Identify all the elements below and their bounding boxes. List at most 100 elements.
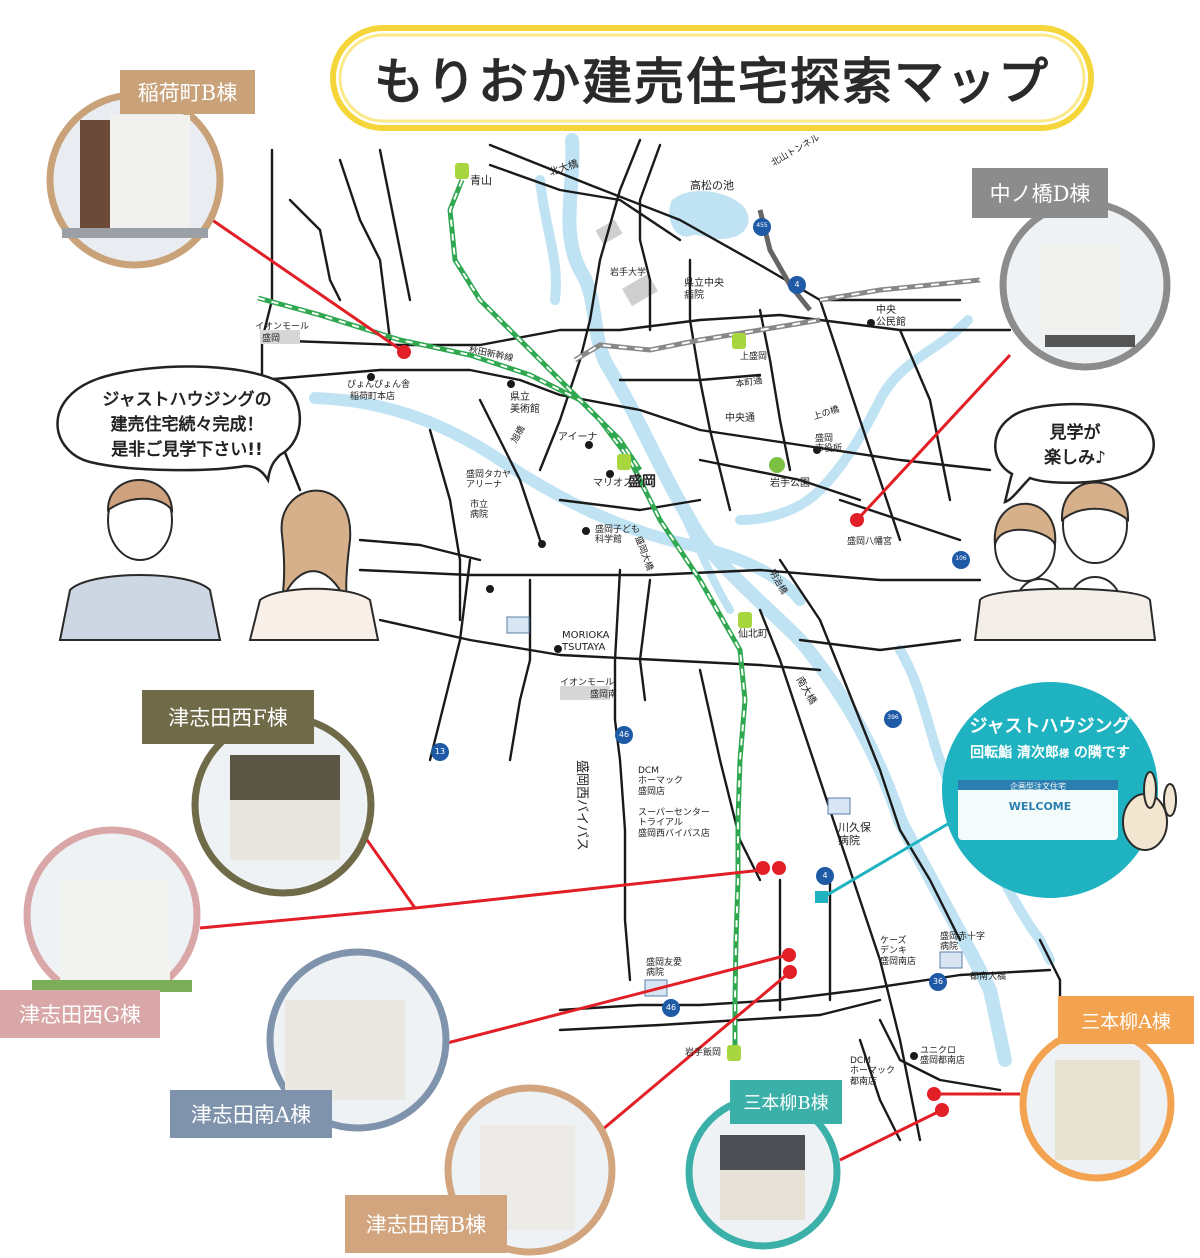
staff-bubble-line3: 是非ご見学下さい!! [111,440,263,460]
map-label-pyon-1: ぴょんぴょん舎 [347,380,411,390]
route-shield [615,726,633,744]
pins [397,345,949,1117]
aeon-minami-box [560,686,610,700]
map-label-marios: マリオス [593,478,633,489]
takamatsu-pond [669,190,749,239]
title-frame-inner [338,33,1086,123]
poi-dots [367,319,918,1060]
jh-line2-b: 清次郎 [1017,745,1059,761]
jh-name: ジャストハウジング [969,716,1131,737]
route-number: 46 [618,730,630,739]
label-tsushida-nishi-f: 津志田西F棟 [142,690,314,744]
route-shield [952,551,970,569]
rivers [309,133,1055,1067]
map-label-uniqlo: ユニクロ 盛岡都南店 [920,1046,966,1067]
family-illustration [973,481,1157,641]
jh-line2: 回転鮨 清次郎様 の隣です [945,742,1155,762]
man-suit [58,574,222,641]
staff-bubble-line1: ジャストハウジングの [102,390,272,410]
map-label-kawakubo: 川久保 病院 [838,821,871,847]
station-icons [455,163,752,1061]
pin-inaricho-b [397,345,411,359]
jh-banner: 企画型注文住宅 [1010,782,1066,791]
hospital-icon [506,616,530,634]
map-label-ks: ケーズ デンキ 盛岡南店 [880,936,917,967]
label-tsushida-nishi-g: 津志田西G棟 [0,990,160,1038]
woman-body [248,587,380,641]
train-icon [727,1045,741,1061]
label-tsushida-minami-a: 津志田南A棟 [170,1090,332,1138]
map-label-iwate-univ: 岩手大学 [610,268,647,278]
jh-marker [815,891,828,903]
map-label-aeon-minami-1: イオンモール [560,678,615,688]
map-label-senbokucho: 仙北町 [738,629,768,640]
family-bubble-line1: 見学が [1049,423,1101,443]
label-sanbongi-a: 三本柳A棟 [1058,996,1194,1044]
rail-green [257,179,748,1060]
map-label-yuai: 盛岡友愛 病院 [646,958,683,979]
label-nakanohashi-d: 中ノ橋D棟 [972,168,1108,218]
man-hair [106,479,174,514]
jh-line2-d: の隣です [1073,745,1130,761]
rabbit-illustration [1122,771,1177,851]
map-label-shiyakusho: 盛岡 市役所 [815,434,843,455]
map-label-iwate-park: 岩手公園 [770,478,810,489]
map-label-aeon-morioka-1: イオンモール [255,322,310,332]
route-number: 36 [932,977,944,986]
iwate-univ-block [622,273,658,307]
map-label-arena: 盛岡タカヤ アリーナ [466,470,512,491]
label-inaricho-b: 稲荷町B棟 [120,70,255,114]
river-kitakami-lower [656,466,734,614]
title-frame [330,25,1094,131]
map-label-tonan-ohashi: 都南大橋 [970,972,1007,982]
map-label-kamimorioka: 上盛岡 [740,352,768,362]
map-label-kenritsu-museum: 県立 美術館 [510,392,540,415]
pin-nakanohashi-d [850,513,864,527]
house-photo-tsushida-nishi-f [191,713,375,897]
map-label-hachimangu: 盛岡八幡宮 [847,537,893,547]
pin-tsushida-nishi-g [772,861,786,875]
map-label-iwate-iioka: 岩手飯岡 [685,1048,722,1058]
house-photo-inaricho-b [46,91,224,269]
route-shield [788,276,806,294]
river-nakatsu [735,315,973,525]
route-number: 396 [887,714,899,721]
route-number: 106 [955,555,967,562]
river-north-branch [535,175,561,305]
hospital-icons [260,330,963,997]
house-photo-tsushida-minami-b [444,1084,616,1256]
aeon-box [260,330,300,344]
jh-sign: WELCOME [1008,800,1072,813]
pin-tsushida-minami-b [783,965,797,979]
route-number: 46 [665,1003,677,1012]
staff-speech-bubble [56,365,302,484]
train-icon [617,454,631,470]
hospital-icon [939,951,963,969]
jh-line2-a: 回転鮨 [970,745,1013,761]
house-photo-sanbongi-a [1019,1026,1175,1182]
jh-line2-c: 様 [1059,749,1069,760]
pin-leaders [199,213,1020,1162]
pin-tsushida-nishi-f [756,861,770,875]
house-photo-nakanohashi-d [999,199,1171,371]
label-sanbongi-b: 三本柳B棟 [730,1080,842,1124]
map-label-tsutaya-1: MORIOKA [562,630,610,641]
map-label-chuo-kominkan: 中央 公民館 [876,305,906,328]
route-shield [884,710,902,728]
map-label-aeon-morioka-2: 盛岡 [262,334,281,344]
river-kitakami [562,133,1012,1067]
house-photos [23,91,1175,1256]
just-housing-callout [942,682,1158,898]
map-label-pyon-2: 稲荷町本店 [350,392,396,402]
family-speech-bubble [994,402,1155,504]
map-label-bypass: 盛岡西バイパス [574,760,589,851]
map-label-aeon-minami-2: 盛岡南 [590,690,618,700]
map-label-shiritsu-hosp: 市立 病院 [470,500,489,521]
route-shield [431,743,449,761]
route-shield [816,867,834,885]
route-shield [753,218,771,236]
staff-bubble-line2: 建売住宅続々完成！ [110,415,264,435]
route-number: 4 [822,871,828,880]
pin-sanbongi-a [927,1087,941,1101]
map-label-morioka-station: 盛岡 [628,474,656,490]
